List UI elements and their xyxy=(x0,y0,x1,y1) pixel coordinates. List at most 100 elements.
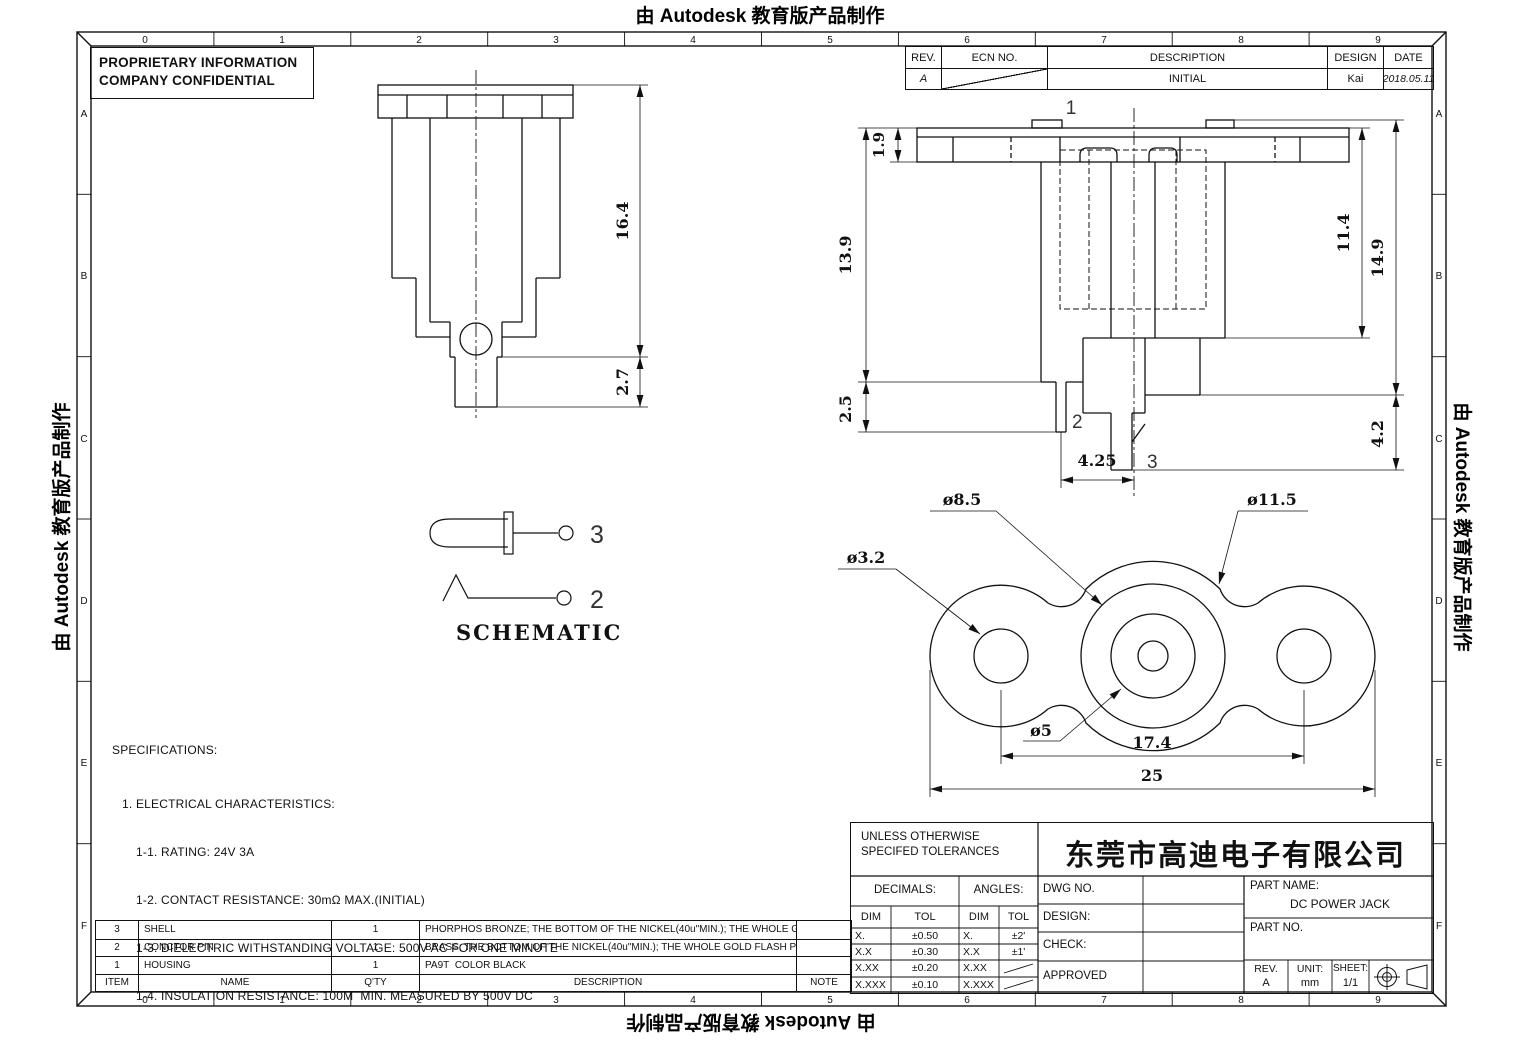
rev-label: REV. xyxy=(1254,963,1278,975)
svg-text:5: 5 xyxy=(827,35,833,46)
ang-val: ±1' xyxy=(1011,946,1026,958)
front-view: 16.4 2.7 xyxy=(377,70,648,418)
autodesk-banner-group: 由 Autodesk 教育版产品制作 由 Autodesk 教育版产品制作 由 … xyxy=(50,4,1474,1034)
unit-label: UNIT: xyxy=(1296,963,1324,975)
bom-item: 3 xyxy=(114,924,120,936)
side-view-hidden-lines xyxy=(1059,149,1207,310)
spec-line: 1-1. RATING: 24V 3A xyxy=(136,845,255,859)
svg-text:0: 0 xyxy=(142,995,148,1006)
date-value: 2018.05.11 xyxy=(1383,68,1433,89)
bom-qty: 1 xyxy=(331,938,419,956)
bom-note xyxy=(796,938,851,956)
dim-hole-spacing: 17.4 xyxy=(1133,733,1172,752)
banner-right: 由 Autodesk 教育版产品制作 xyxy=(1451,402,1474,651)
bom-header-name: NAME xyxy=(138,973,331,991)
spec-line: 1-3. DIELECTRIC WITHSTANDING VOLTAGE: 50… xyxy=(136,941,559,955)
side-dim-lead: 2.5 xyxy=(836,395,855,423)
side-view-outline xyxy=(916,119,1350,471)
design-value: Kai xyxy=(1327,68,1383,89)
sheet-value: 1/1 xyxy=(1342,977,1359,989)
side-view: 1.9 13.9 2.5 11.4 14.9 4.2 4.25 1 2 3 xyxy=(836,98,1404,498)
svg-text:4: 4 xyxy=(690,35,696,46)
side-dim-body: 13.9 xyxy=(836,236,855,275)
title-block-lines xyxy=(851,823,1433,993)
dwg-no-label: DWG NO. xyxy=(1043,883,1095,895)
bom-header-description: DESCRIPTION xyxy=(419,973,796,991)
bom-header-note: NOTE xyxy=(796,973,851,991)
decimals-label: DECIMALS: xyxy=(874,884,936,896)
specifications: SPECIFICATIONS: 1. ELECTRICAL CHARACTERI… xyxy=(112,710,592,1040)
tol-dim: X. xyxy=(855,930,865,942)
svg-text:1: 1 xyxy=(279,995,285,1006)
svg-text:C: C xyxy=(80,434,87,445)
svg-text:5: 5 xyxy=(827,995,833,1006)
bom-description: PHORPHOS BRONZE; THE BOTTOM OF THE NICKE… xyxy=(419,921,796,939)
svg-text:9: 9 xyxy=(1375,35,1381,46)
tol-dim: X.XX xyxy=(855,962,879,974)
bom-name: HOUSING xyxy=(138,956,331,974)
bom-item: 1 xyxy=(96,956,138,974)
dim-col-header: DIM xyxy=(860,911,882,923)
spec-line: SPECIFICATIONS: xyxy=(112,743,218,757)
date-header: DATE xyxy=(1383,47,1433,68)
rev-value: A xyxy=(906,68,941,89)
design-label: DESIGN: xyxy=(1043,911,1091,923)
schematic-symbols xyxy=(429,511,574,606)
ecn-header: ECN NO. xyxy=(941,47,1047,68)
tol-dim: X.X xyxy=(855,946,872,958)
bom-table: 3 SHELL 1 PHORPHOS BRONZE; THE BOTTOM OF… xyxy=(95,920,852,992)
svg-text:8: 8 xyxy=(1238,995,1244,1006)
side-dim-pin3: 4.2 xyxy=(1368,420,1387,448)
bom-description: PA9T COLOR BLACK xyxy=(419,956,796,974)
proprietary-line2: COMPANY CONFIDENTIAL xyxy=(99,73,275,88)
bom-item: 2 xyxy=(96,938,138,957)
svg-text:8: 8 xyxy=(1238,35,1244,46)
sheet-label: SHEET: xyxy=(1332,963,1368,974)
pin1-label: 1 xyxy=(1066,98,1077,119)
tolerance-note-line1: UNLESS OTHERWISE xyxy=(861,831,980,843)
svg-text:B: B xyxy=(1436,271,1443,282)
design-header: DESIGN xyxy=(1327,47,1383,68)
banner-bottom: 由 Autodesk 教育版产品制作 xyxy=(626,1011,875,1034)
tolerance-note: UNLESS OTHERWISE SPECIFED TOLERANCES xyxy=(861,830,999,860)
rev-header: REV. xyxy=(911,51,936,64)
front-dim-pin-length: 2.7 xyxy=(613,368,632,396)
dim-overall-width: 25 xyxy=(1141,766,1163,785)
spec-line: 1. ELECTRICAL CHARACTERISTICS: xyxy=(122,797,335,811)
bom-note xyxy=(796,956,851,974)
tolerance-note-line2: SPECIFED TOLERANCES xyxy=(861,846,1000,858)
spec-line: 1-2. CONTACT RESISTANCE: 30mΩ MAX.(INITI… xyxy=(136,893,425,907)
bom-name: CONCTOR PIN xyxy=(138,938,331,956)
svg-text:7: 7 xyxy=(1101,35,1107,46)
tol-col-header: TOL xyxy=(1007,911,1030,923)
rev-value: A xyxy=(1262,977,1270,989)
svg-text:3: 3 xyxy=(553,995,559,1006)
banner-left: 由 Autodesk 教育版产品制作 xyxy=(50,402,73,651)
dim-mount-hole-dia: ø3.2 xyxy=(847,548,886,567)
svg-text:B: B xyxy=(81,271,88,282)
tol-val: ±0.10 xyxy=(911,979,939,991)
ang-dim: X. xyxy=(963,930,973,942)
proprietary-line1: PROPRIETARY INFORMATION xyxy=(99,55,298,70)
svg-text:E: E xyxy=(81,758,88,769)
svg-text:D: D xyxy=(1435,596,1442,607)
spec-line: 1-4. INSULATION RESISTANCE: 100M MIN. ME… xyxy=(136,989,534,1003)
company-name: 东莞市高迪电子有限公司 xyxy=(1064,840,1406,872)
banner-top: 由 Autodesk 教育版产品制作 xyxy=(635,4,884,27)
svg-text:7: 7 xyxy=(1101,995,1107,1006)
dim-col-header: DIM xyxy=(968,911,990,923)
side-dim-flange: 1.9 xyxy=(870,132,888,158)
title-block: UNLESS OTHERWISE SPECIFED TOLERANCES 东莞市… xyxy=(850,822,1434,994)
front-view-dimensions xyxy=(497,84,648,408)
part-no-label: PART NO. xyxy=(1250,922,1304,934)
svg-text:3: 3 xyxy=(553,35,559,46)
side-dim-offset: 4.25 xyxy=(1078,451,1117,470)
angles-label: ANGLES: xyxy=(973,884,1024,896)
pin2-label: 2 xyxy=(1072,412,1083,433)
tol-val: ±0.30 xyxy=(911,946,939,958)
svg-text:2: 2 xyxy=(416,35,422,46)
proprietary-note: PROPRIETARY INFORMATION COMPANY CONFIDEN… xyxy=(90,47,314,99)
projection-symbol-icon xyxy=(1374,964,1428,990)
